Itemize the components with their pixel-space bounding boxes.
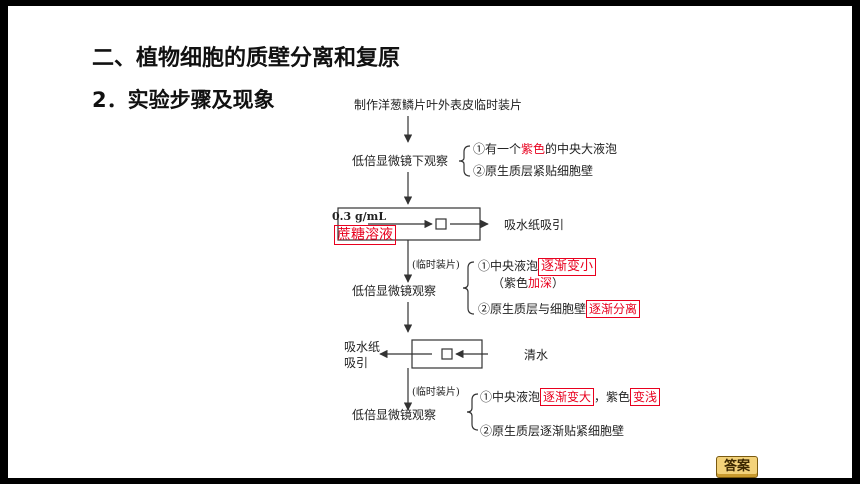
section-heading: 二、植物细胞的质壁分离和复原	[92, 46, 401, 71]
coverslip-1	[435, 218, 447, 230]
absorb-paper-label-1: 吸水纸吸引	[504, 218, 565, 232]
flowchart-connectors	[337, 116, 489, 431]
bracket-obs1	[458, 145, 471, 177]
obs1-line2: ②原生质层紧贴细胞壁	[473, 164, 594, 178]
answer-gradually-larger: 逐渐变大	[540, 388, 595, 406]
answer-lighten: 变浅	[630, 388, 661, 406]
absorb-paper-label-2b: 吸引	[344, 356, 369, 370]
obs2-line3: ②原生质层与细胞壁逐渐分离	[478, 300, 641, 318]
bracket-obs2	[462, 261, 475, 315]
obs3-line1: ①中央液泡逐渐变大，紫色变浅	[480, 388, 661, 406]
answer-button[interactable]: 答案	[716, 456, 758, 478]
step-observe-2: 低倍显微镜观察	[352, 284, 437, 298]
answer-gradually-separate: 逐渐分离	[586, 300, 641, 318]
slide: 二、植物细胞的质壁分离和复原 2．实验步骤及现象	[8, 6, 852, 478]
obs3-line2: ②原生质层逐渐贴紧细胞壁	[480, 424, 625, 438]
step-observe-1: 低倍显微镜下观察	[352, 154, 449, 168]
step-observe-3: 低倍显微镜观察	[352, 408, 437, 422]
answer-gradually-smaller: 逐渐变小	[538, 258, 597, 276]
step-prepare-mount: 制作洋葱鳞片叶外表皮临时装片	[354, 98, 523, 112]
subsection-heading: 2．实验步骤及现象	[92, 88, 275, 112]
answer-purple: 紫色	[521, 142, 546, 156]
absorb-paper-label-2a: 吸水纸	[344, 340, 381, 354]
solution-concentration: 0.3 g/mL	[332, 210, 387, 223]
obs2-line1: ①中央液泡逐渐变小	[478, 258, 597, 276]
answer-sucrose-solution: 蔗糖溶液	[334, 225, 396, 245]
coverslip-2	[441, 348, 453, 360]
bracket-obs3	[466, 393, 479, 431]
mount-label-1: (临时装片)	[412, 260, 460, 271]
obs1-line1: ①有一个紫色的中央大液泡	[473, 142, 618, 156]
water-label: 清水	[524, 348, 549, 362]
answer-deepen: 加深	[528, 276, 553, 290]
obs2-line2: （紫色加深）	[492, 276, 565, 290]
mount-label-2: (临时装片)	[412, 387, 460, 398]
